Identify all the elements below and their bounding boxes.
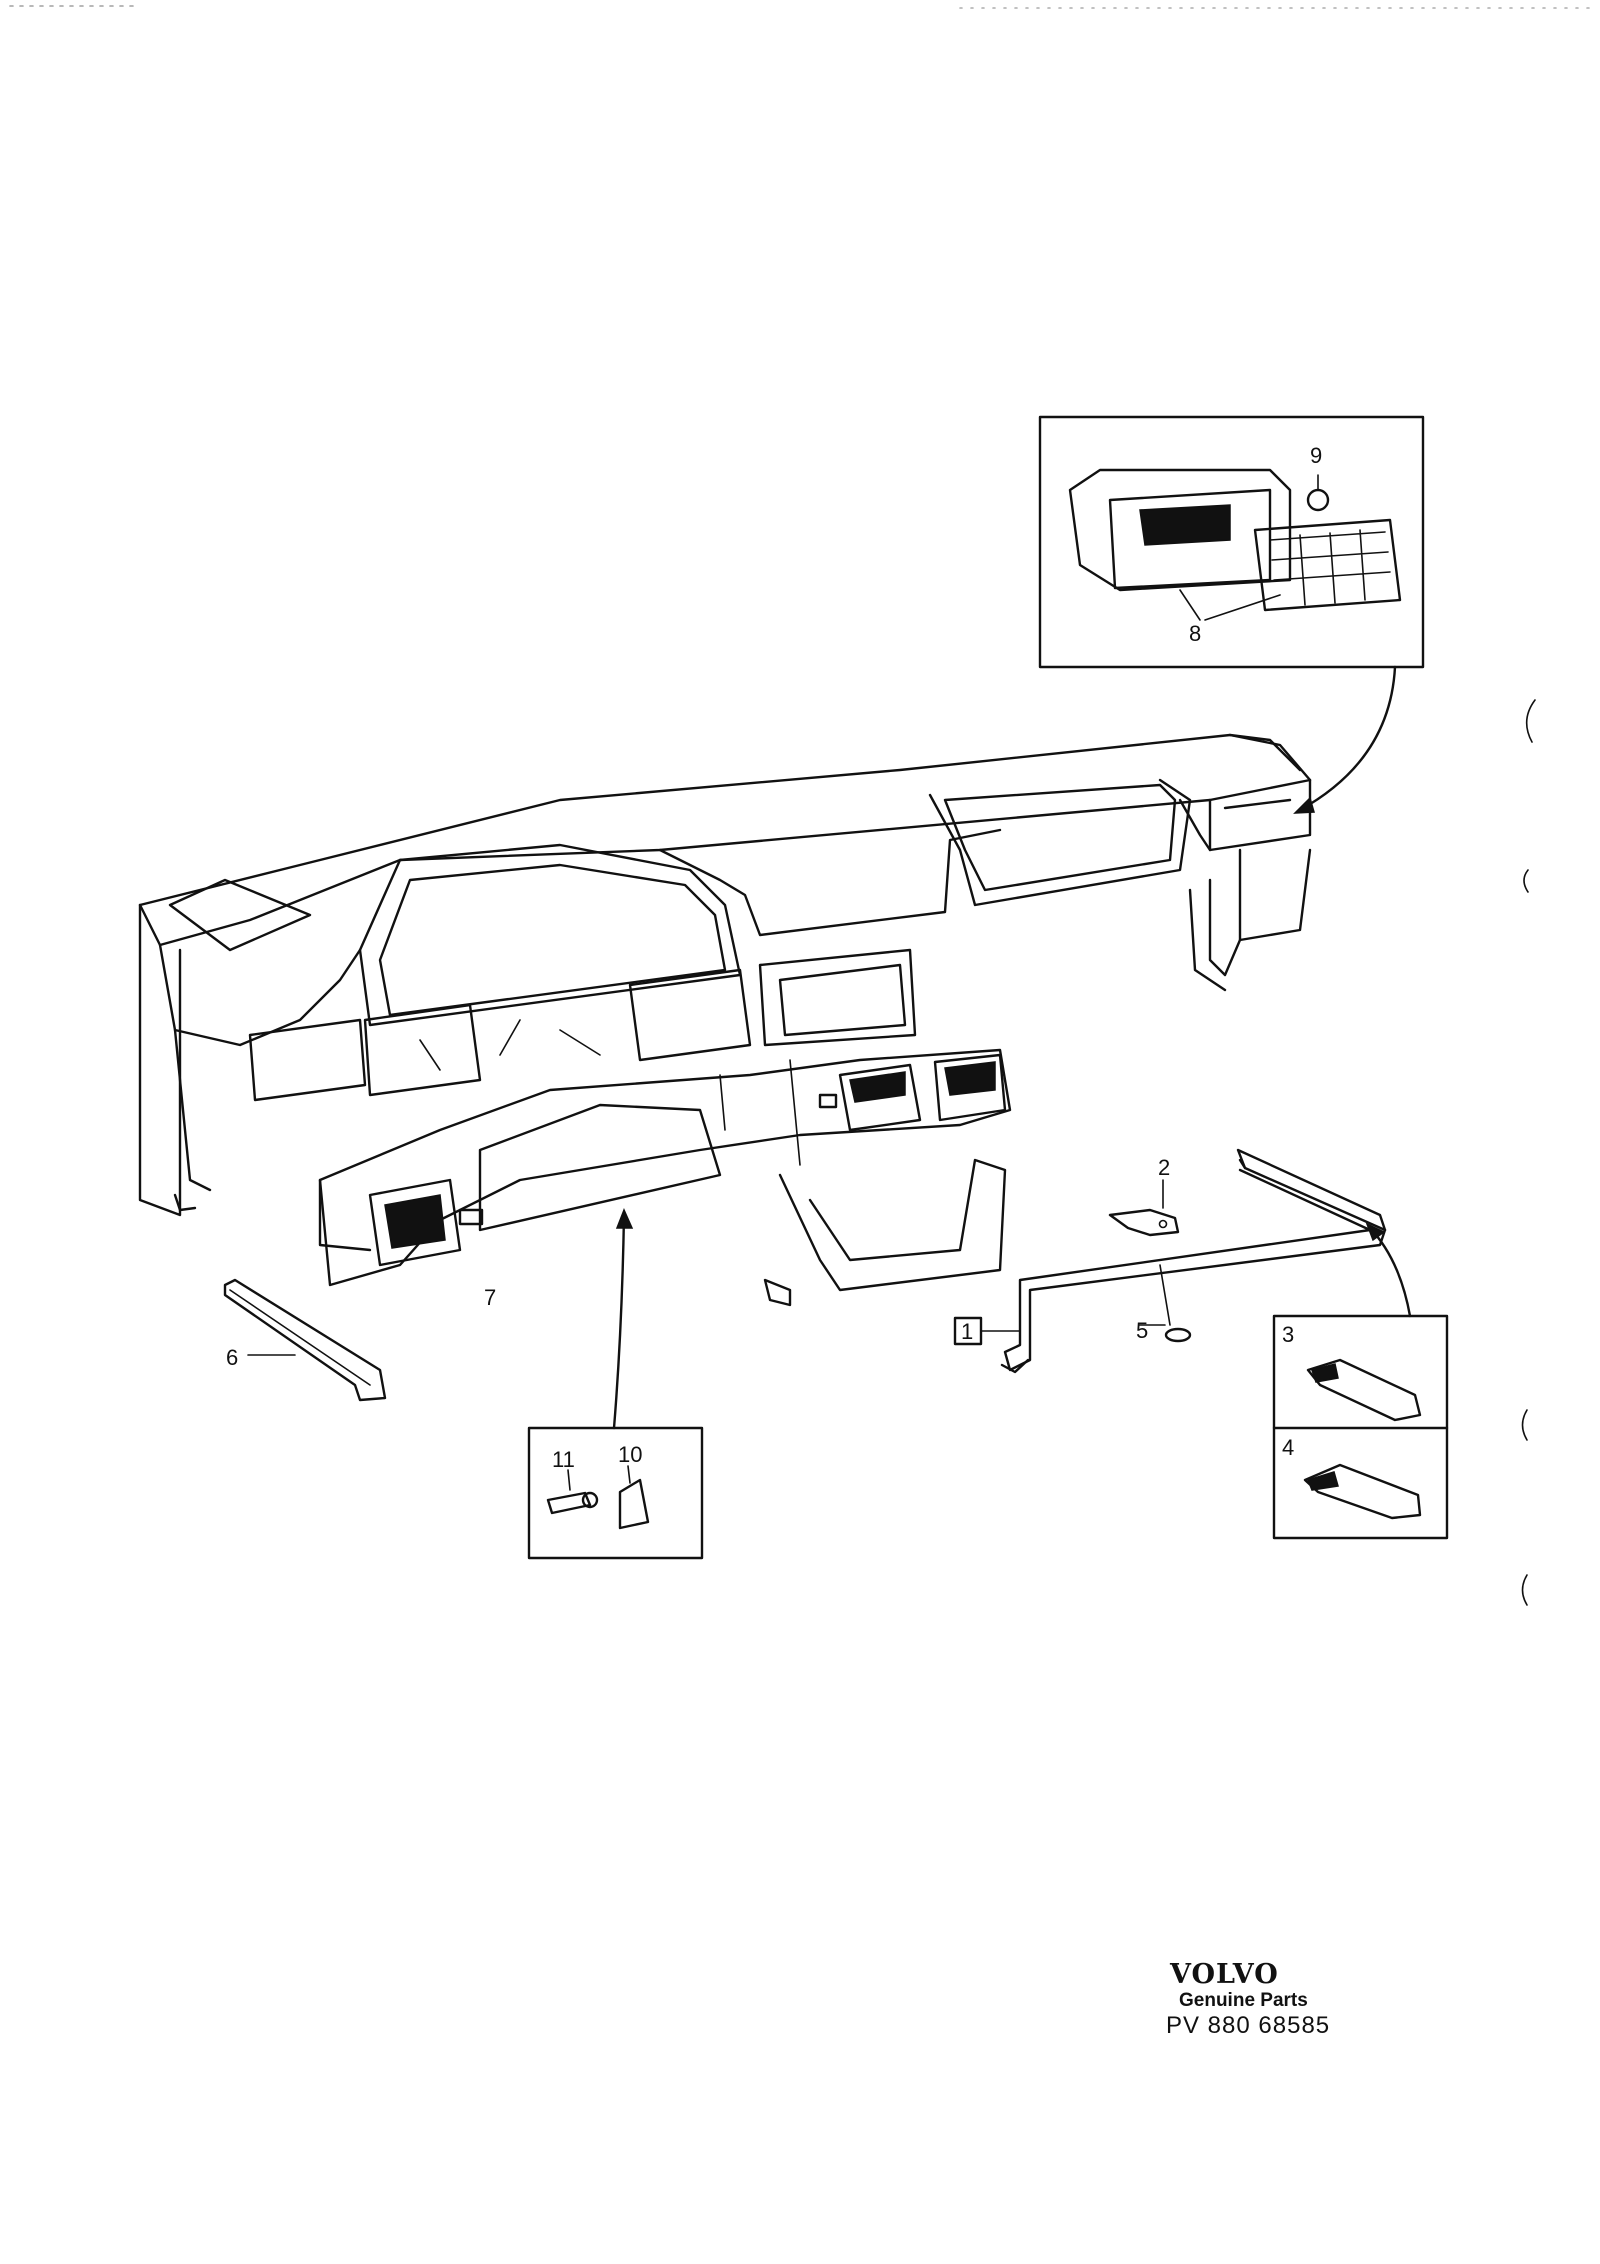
part-code: PV 880 68585	[1166, 2012, 1331, 2039]
callout-label-1: 1	[961, 1319, 973, 1344]
callout-label-6: 6	[226, 1345, 238, 1370]
scan-artifacts	[9, 5, 1591, 1606]
cluster-leader-arrow	[612, 1213, 626, 1430]
box-parts-3-4	[1272, 1314, 1449, 1540]
inset-leader-arrow	[1298, 665, 1397, 812]
part-1-bracket	[953, 1148, 1387, 1374]
cluster-panel	[318, 1048, 1012, 1287]
callout-label-2: 2	[1158, 1155, 1170, 1180]
part-2-clip	[1108, 1179, 1180, 1237]
bracket-arrow-head	[1365, 1222, 1386, 1242]
cluster-arrow-head	[615, 1208, 634, 1229]
brand-block: VOLVO Genuine Parts PV 880 68585	[1166, 1960, 1386, 2040]
callout-label-8: 8	[1189, 621, 1201, 646]
part-5-screw	[1139, 1264, 1192, 1343]
dashboard-assembly	[138, 733, 1312, 1307]
brand-tagline: Genuine Parts	[1179, 1990, 1308, 2011]
bracket-leader-arrow	[1368, 1226, 1412, 1318]
part-6-strip	[223, 1278, 387, 1402]
callout-label-9: 9	[1310, 443, 1322, 468]
box-parts-10-11	[527, 1426, 704, 1560]
inset-arrow-head	[1293, 796, 1315, 814]
callout-label-4: 4	[1282, 1435, 1294, 1460]
callout-label-3: 3	[1282, 1322, 1294, 1347]
brand-logo: VOLVO	[1170, 1959, 1279, 1990]
callout-label-10: 10	[618, 1442, 642, 1467]
callout-label-5: 5	[1136, 1318, 1148, 1343]
inset-vent-box	[1038, 415, 1425, 669]
callout-labels: 1 2 3 4 5 6 7 8 9 10 11	[226, 443, 1322, 1472]
callout-label-11: 11	[552, 1447, 575, 1472]
callout-label-7: 7	[484, 1285, 496, 1310]
